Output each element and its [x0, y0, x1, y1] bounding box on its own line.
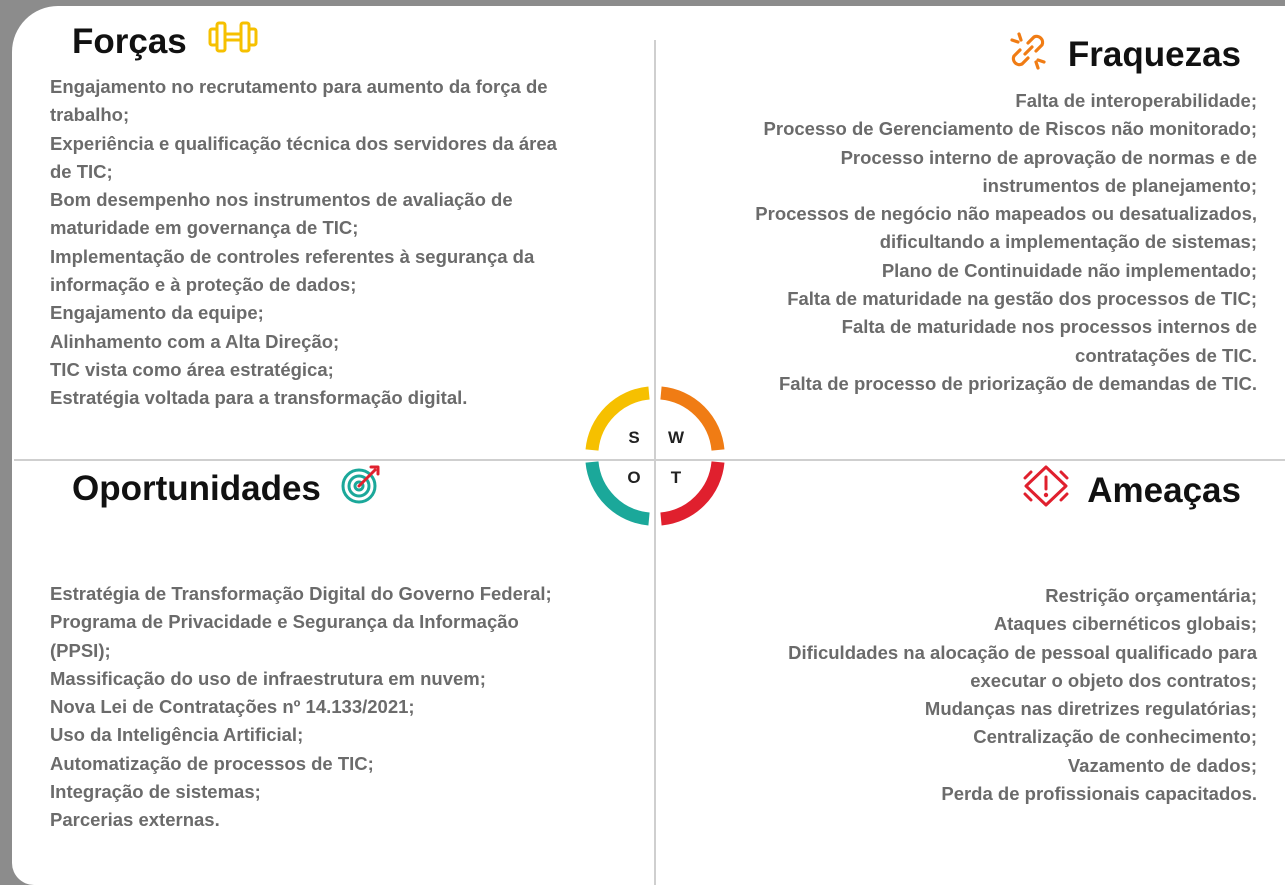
swot-arc-w	[660, 386, 725, 451]
opportunities-item: Parcerias externas.	[50, 809, 220, 831]
strengths-item: Engajamento da equipe;	[50, 302, 264, 324]
warning-icon	[1023, 464, 1069, 517]
broken-link-icon	[1006, 28, 1050, 81]
threats-item: Vazamento de dados;	[1067, 754, 1257, 776]
strengths-item: Experiência e qualificação técnica dos s…	[50, 132, 557, 154]
horizontal-divider	[14, 459, 1285, 461]
strengths-item: Bom desempenho nos instrumentos de avali…	[50, 189, 513, 211]
weaknesses-item: Processo interno de aprovação de normas …	[840, 146, 1257, 168]
swot-arc-o	[585, 461, 650, 526]
opportunities-heading: Oportunidades	[72, 462, 383, 515]
swot-letter-w: W	[668, 428, 685, 447]
weaknesses-item: contratações de TIC.	[1075, 344, 1257, 366]
threats-item: executar o objeto dos contratos;	[970, 669, 1257, 691]
threats-item: Dificuldades na alocação de pessoal qual…	[788, 641, 1257, 663]
opportunities-item: Massificação do uso de infraestrutura em…	[50, 667, 486, 689]
weaknesses-heading: Fraquezas	[1006, 28, 1241, 81]
threats-item: Ataques cibernéticos globais;	[993, 613, 1257, 635]
strengths-item: Implementação de controles referentes à …	[50, 245, 535, 267]
target-icon	[339, 462, 383, 515]
swot-emblem: S W O T	[585, 386, 725, 526]
opportunities-item: Uso da Inteligência Artificial;	[50, 724, 304, 746]
strengths-item: de TIC;	[50, 160, 113, 182]
strengths-item: Estratégia voltada para a transformação …	[50, 387, 468, 409]
swot-arc-s	[585, 386, 650, 451]
opportunities-item: Estratégia de Transformação Digital do G…	[50, 583, 552, 604]
weaknesses-title: Fraquezas	[1067, 34, 1241, 74]
weaknesses-item: Processo de Gerenciamento de Riscos não …	[763, 118, 1257, 140]
weaknesses-item: Falta de maturidade na gestão dos proces…	[787, 288, 1257, 310]
weaknesses-item: Falta de processo de priorização de dema…	[778, 372, 1257, 394]
strengths-item: trabalho;	[50, 104, 130, 126]
swot-arc-t	[660, 461, 725, 526]
strengths-item: TIC vista como área estratégica;	[50, 358, 334, 380]
strengths-title: Forças	[72, 21, 187, 61]
swot-letter-s: S	[628, 428, 639, 447]
weaknesses-item: Processos de negócio não mapeados ou des…	[755, 203, 1257, 225]
opportunities-item: Nova Lei de Contratações nº 14.133/2021;	[50, 696, 415, 718]
swot-letter-t: T	[671, 468, 682, 487]
threats-item: Restrição orçamentária;	[1045, 585, 1257, 606]
threats-title: Ameaças	[1087, 470, 1241, 510]
weaknesses-item: Falta de maturidade nos processos intern…	[841, 316, 1257, 338]
opportunities-item: Integração de sistemas;	[50, 781, 261, 803]
weaknesses-item: instrumentos de planejamento;	[982, 174, 1257, 196]
strengths-list: Engajamento no recrutamento para aumento…	[50, 73, 557, 413]
vertical-divider	[654, 40, 656, 885]
dumbbell-icon	[205, 20, 261, 63]
weaknesses-list: Falta de interoperabilidade; Processo de …	[755, 87, 1257, 398]
threats-item: Centralização de conhecimento;	[973, 726, 1257, 748]
swot-card	[12, 6, 1285, 885]
threats-heading: Ameaças	[1023, 464, 1241, 517]
weaknesses-item: dificultando a implementação de sistemas…	[879, 231, 1257, 253]
weaknesses-item: Falta de interoperabilidade;	[1015, 90, 1257, 111]
opportunities-item: Programa de Privacidade e Segurança da I…	[50, 611, 519, 633]
weaknesses-item: Plano de Continuidade não implementado;	[881, 259, 1257, 281]
opportunities-item: Automatização de processos de TIC;	[50, 752, 374, 774]
opportunities-title: Oportunidades	[72, 468, 321, 508]
swot-letter-o: O	[627, 468, 640, 487]
opportunities-item: (PPSI);	[50, 639, 111, 661]
strengths-heading: Forças	[72, 20, 261, 63]
threats-item: Mudanças nas diretrizes regulatórias;	[924, 698, 1257, 720]
threats-list: Restrição orçamentária; Ataques cibernéti…	[788, 582, 1257, 808]
strengths-item: informação e à proteção de dados;	[50, 274, 357, 296]
strengths-item: Engajamento no recrutamento para aumento…	[50, 76, 548, 97]
strengths-item: maturidade em governança de TIC;	[50, 217, 359, 239]
opportunities-list: Estratégia de Transformação Digital do G…	[50, 580, 552, 835]
strengths-item: Alinhamento com a Alta Direção;	[50, 330, 340, 352]
threats-item: Perda de profissionais capacitados.	[941, 783, 1257, 805]
